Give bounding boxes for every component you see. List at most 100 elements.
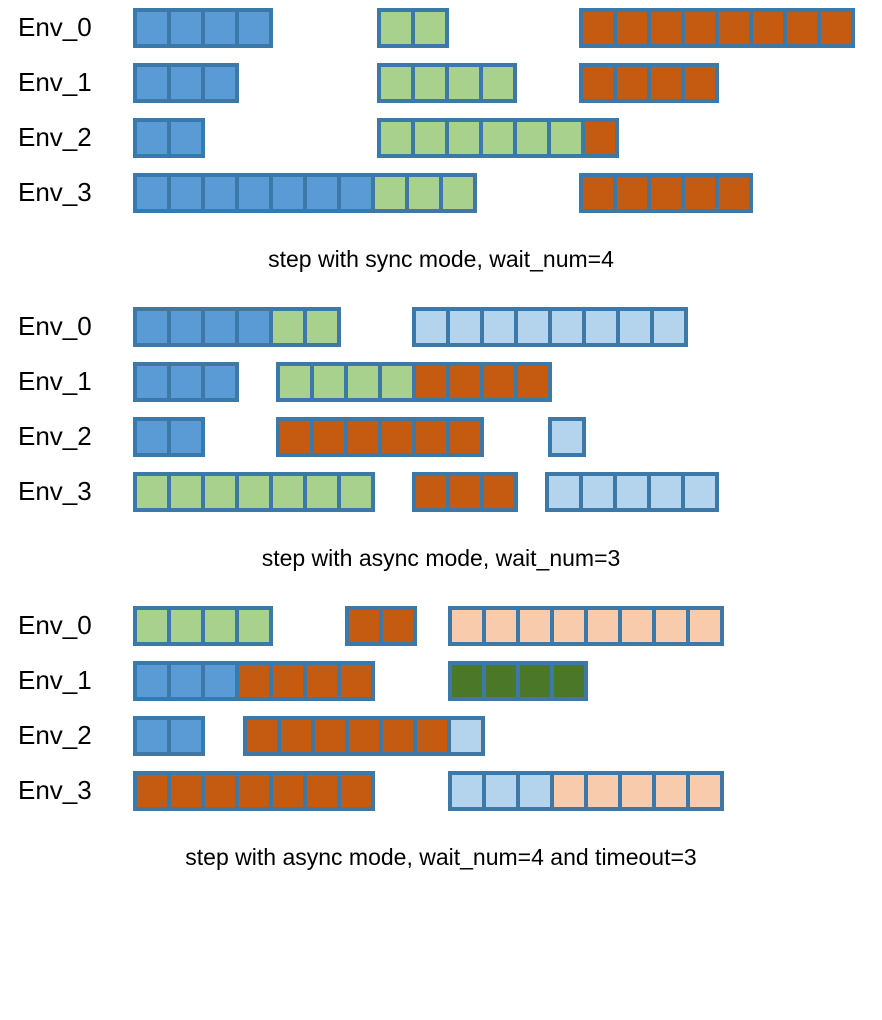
step-cell-orange (247, 720, 277, 752)
step-group (345, 606, 417, 646)
step-cell-lightblue (654, 311, 684, 343)
step-group (133, 63, 239, 103)
timeline-row: Env_1 (0, 653, 882, 708)
step-cell-peach (656, 775, 686, 807)
row-label-env_0: Env_0 (18, 610, 92, 640)
step-cell-blue (239, 311, 269, 343)
step-cell-lightblue (549, 476, 579, 508)
row-label-env_1: Env_1 (18, 67, 92, 97)
step-cell-blue (239, 12, 269, 44)
step-cell-orange (685, 67, 715, 99)
step-cell-green (171, 476, 201, 508)
step-cell-peach (520, 610, 550, 642)
step-group (579, 8, 855, 48)
step-cell-green (205, 610, 235, 642)
step-cell-blue (137, 311, 167, 343)
step-cell-green (239, 610, 269, 642)
row-label-env_2: Env_2 (18, 421, 92, 451)
timeline-row: Env_1 (0, 55, 882, 110)
step-cell-orange (583, 177, 613, 209)
timeline-row: Env_0 (0, 299, 882, 354)
timeline-row: Env_3 (0, 763, 882, 818)
step-cell-blue (171, 720, 201, 752)
step-cell-lightblue (617, 476, 647, 508)
step-cell-green (171, 610, 201, 642)
step-cell-green (443, 177, 473, 209)
step-cell-orange (315, 720, 345, 752)
timeline-row: Env_2 (0, 409, 882, 464)
step-cell-lightblue (416, 311, 446, 343)
step-cell-green (137, 610, 167, 642)
step-cell-green (341, 476, 371, 508)
step-cell-blue (137, 421, 167, 453)
step-cell-orange (239, 775, 269, 807)
step-cell-green (483, 67, 513, 99)
step-cell-green (307, 311, 337, 343)
step-cell-orange (685, 177, 715, 209)
step-group (412, 472, 518, 512)
step-cell-orange (307, 775, 337, 807)
step-cell-orange (583, 12, 613, 44)
step-group (133, 417, 205, 457)
step-cell-orange (719, 12, 749, 44)
step-cell-orange (349, 720, 379, 752)
timeline-row: Env_2 (0, 110, 882, 165)
step-group (276, 362, 552, 402)
step-cell-peach (622, 610, 652, 642)
row-label-env_2: Env_2 (18, 720, 92, 750)
step-cell-orange (651, 67, 681, 99)
step-cell-blue (171, 122, 201, 154)
step-cell-blue (137, 720, 167, 752)
step-cell-lightblue (520, 775, 550, 807)
step-cell-orange (583, 67, 613, 99)
step-group (545, 472, 719, 512)
step-cell-orange (314, 421, 344, 453)
block-caption: step with async mode, wait_num=3 (261, 545, 621, 571)
step-cell-blue (171, 421, 201, 453)
step-cell-green (415, 67, 445, 99)
step-group (133, 362, 239, 402)
step-cell-blue (205, 366, 235, 398)
step-cell-blue (205, 12, 235, 44)
step-cell-peach (690, 610, 720, 642)
step-cell-lightblue (486, 775, 516, 807)
step-cell-green (273, 311, 303, 343)
step-cell-lightblue (452, 775, 482, 807)
step-cell-green (415, 122, 445, 154)
step-cell-green (551, 122, 581, 154)
step-cell-green (483, 122, 513, 154)
step-cell-blue (137, 67, 167, 99)
step-cell-blue (137, 12, 167, 44)
step-group (448, 661, 588, 701)
step-cell-lightblue (450, 311, 480, 343)
step-cell-green (409, 177, 439, 209)
step-cell-lightblue (651, 476, 681, 508)
step-group (377, 63, 517, 103)
step-cell-blue (205, 67, 235, 99)
step-cell-blue (205, 665, 235, 697)
step-cell-orange (307, 665, 337, 697)
step-group (412, 307, 688, 347)
row-label-env_3: Env_3 (18, 476, 92, 506)
step-group (243, 716, 485, 756)
step-cell-darkgreen (554, 665, 584, 697)
step-cell-orange (617, 67, 647, 99)
step-cell-orange (349, 610, 379, 642)
step-cell-peach (690, 775, 720, 807)
step-group (133, 661, 375, 701)
step-cell-orange (205, 775, 235, 807)
step-cell-blue (341, 177, 371, 209)
timeline-row: Env_0 (0, 598, 882, 653)
step-cell-orange (719, 177, 749, 209)
step-cell-blue (171, 177, 201, 209)
step-cell-orange (171, 775, 201, 807)
step-cell-lightblue (583, 476, 613, 508)
step-cell-orange (281, 720, 311, 752)
step-cell-orange (651, 12, 681, 44)
step-cell-peach (588, 610, 618, 642)
step-cell-green (205, 476, 235, 508)
step-cell-orange (383, 610, 413, 642)
